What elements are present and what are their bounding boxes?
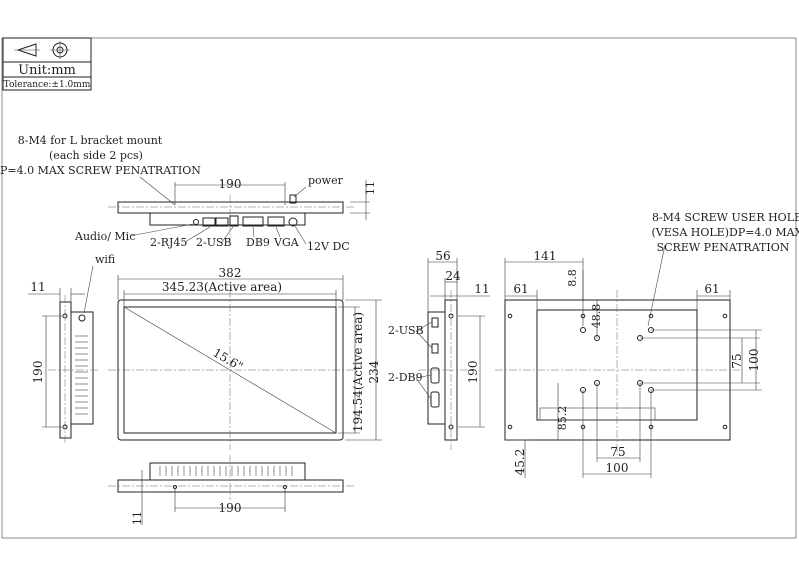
rj45-label: 2-RJ45 bbox=[150, 236, 187, 249]
top-dim-190: 190 bbox=[219, 177, 242, 191]
front-view: 15.6" 382 345.23(Active area) 194.54(Act… bbox=[108, 266, 382, 450]
bracket-note-line1: 8-M4 for L bracket mount bbox=[18, 134, 163, 147]
left-side-view: wifi 11 190 bbox=[28, 253, 116, 445]
bracket-note: 8-M4 for L bracket mount (each side 2 pc… bbox=[0, 134, 201, 206]
wifi-label: wifi bbox=[95, 253, 116, 266]
active-width-label: 345.23(Active area) bbox=[162, 280, 282, 294]
vga-port bbox=[267, 216, 285, 227]
rj45-port-1 bbox=[202, 217, 216, 227]
side-dim-11: 11 bbox=[474, 282, 489, 296]
front-dim-234: 234 bbox=[367, 360, 381, 383]
title-block: Unit:mm Tolerance:±1.0mm bbox=[2, 37, 92, 91]
dc-label: 12V DC bbox=[307, 240, 350, 253]
side-usb-1 bbox=[431, 317, 439, 328]
vga-label: VGA bbox=[273, 236, 300, 249]
top-dim-11: 11 bbox=[364, 181, 377, 195]
side-dim-190: 190 bbox=[466, 361, 480, 384]
back-view: 8-M4 SCREW USER HOLE (VESA HOLE)DP=4.0 M… bbox=[495, 211, 799, 478]
back-dim-8-8: 8.8 bbox=[566, 269, 579, 287]
vent-slots-left bbox=[75, 335, 88, 415]
side-db9-1 bbox=[430, 367, 440, 384]
power-button bbox=[289, 194, 297, 204]
diagonal-label: 15.6" bbox=[211, 345, 246, 373]
active-height-label: 194.54(Active area) bbox=[351, 312, 365, 432]
bottom-dim-11: 11 bbox=[131, 511, 144, 525]
rj45-port-2 bbox=[215, 217, 229, 227]
vesa-note-line1: 8-M4 SCREW USER HOLE bbox=[652, 211, 799, 224]
back-dim-75-vertical: 75 bbox=[730, 353, 744, 368]
side-usb-label: 2-USB bbox=[388, 324, 424, 337]
side-dim-56: 56 bbox=[435, 249, 450, 263]
left-dim-190: 190 bbox=[31, 361, 45, 384]
wifi-antenna bbox=[78, 314, 86, 322]
drawing-border bbox=[1, 37, 797, 539]
power-label: power bbox=[308, 174, 344, 187]
back-dim-85-2: 85.2 bbox=[556, 406, 569, 431]
audio-jack bbox=[193, 219, 199, 225]
side-db9-2 bbox=[430, 391, 440, 408]
dc-jack bbox=[288, 217, 298, 227]
usb-top-label: 2-USB bbox=[196, 236, 232, 249]
vesa-note-line3: SCREW PENATRATION bbox=[657, 241, 790, 254]
back-dim-100-horizontal: 100 bbox=[606, 461, 629, 475]
front-dim-382: 382 bbox=[219, 266, 242, 280]
vesa-note-line2: (VESA HOLE)DP=4.0 MAX bbox=[652, 226, 799, 239]
bracket-note-line2: (each side 2 pcs) bbox=[49, 149, 143, 162]
back-dim-61-left: 61 bbox=[513, 282, 528, 296]
back-dim-45-2: 45.2 bbox=[513, 449, 527, 476]
back-dim-48-8: 48.8 bbox=[590, 304, 603, 329]
vent-slots-bottom bbox=[159, 466, 293, 476]
audio-mic-label: Audio/ Mic bbox=[74, 230, 135, 243]
back-holes bbox=[507, 313, 728, 430]
top-view: 190 11 power Audio/ Mic 2-RJ45 2-USB DB9… bbox=[74, 174, 377, 253]
projection-symbol bbox=[14, 41, 70, 59]
side-usb-2 bbox=[431, 343, 439, 354]
left-dim-11: 11 bbox=[30, 280, 45, 294]
bracket-note-line3: DP=4.0 MAX SCREW PENATRATION bbox=[0, 164, 201, 177]
db9-port bbox=[242, 216, 264, 227]
unit-label: Unit:mm bbox=[18, 63, 76, 78]
usb-ports bbox=[229, 215, 239, 227]
back-dim-100-vertical: 100 bbox=[747, 349, 761, 372]
tolerance-label: Tolerance:±1.0mm bbox=[4, 80, 91, 90]
bottom-view: 190 11 bbox=[108, 455, 355, 525]
db9-top-label: DB9 bbox=[246, 236, 270, 249]
right-side-view: 2-USB 2-DB9 56 24 11 190 bbox=[388, 249, 490, 450]
back-dim-61-right: 61 bbox=[704, 282, 719, 296]
side-dim-24: 24 bbox=[445, 269, 461, 283]
back-dim-75-horizontal: 75 bbox=[610, 445, 625, 459]
side-db9-label: 2-DB9 bbox=[388, 371, 423, 384]
bottom-dim-190: 190 bbox=[219, 501, 242, 515]
back-dim-141: 141 bbox=[534, 249, 557, 263]
